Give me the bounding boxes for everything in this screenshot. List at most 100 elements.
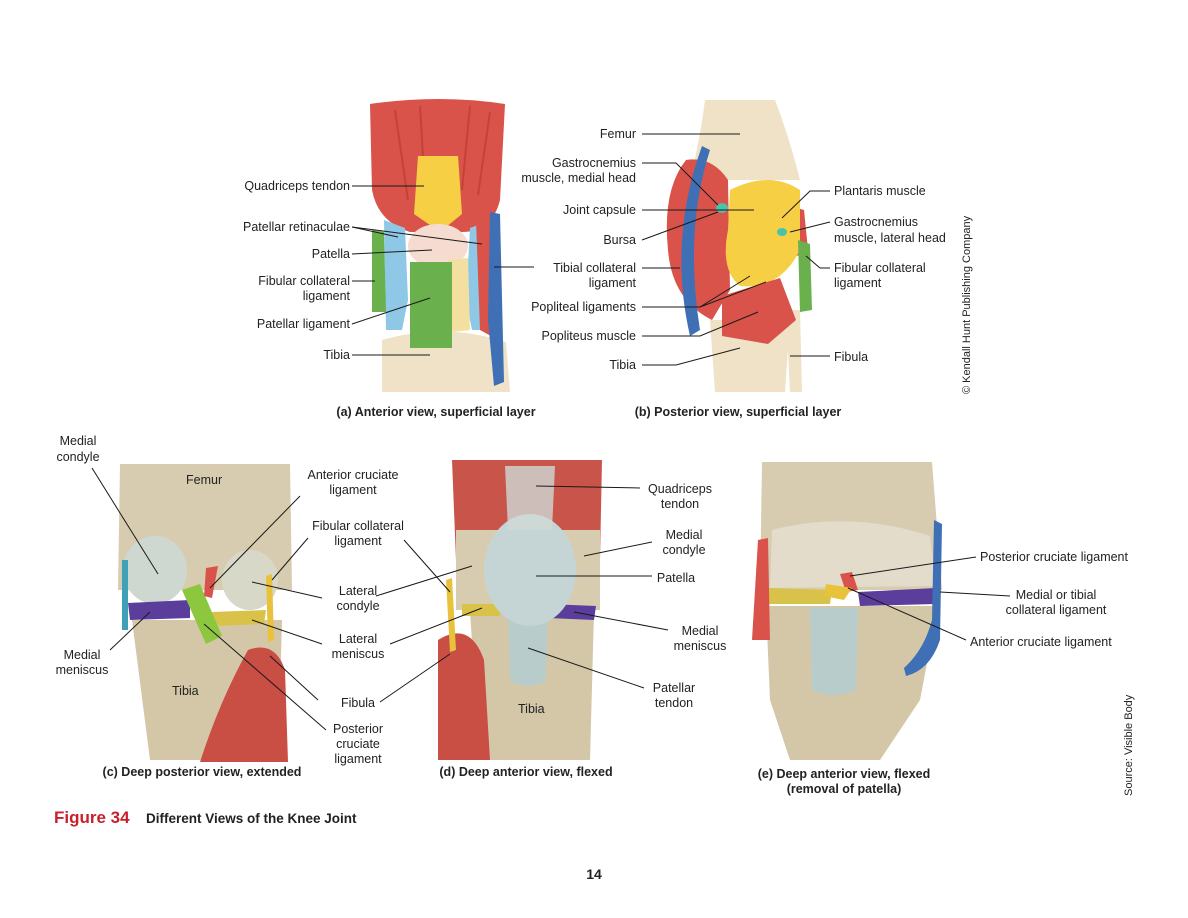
leader-patella-a <box>351 249 433 255</box>
patella-d <box>484 514 576 626</box>
copyright-credit: © Kendall Hunt Publishing Company <box>961 215 973 394</box>
panel-e-labels: Posterior cruciate ligament Medial or ti… <box>758 550 1129 796</box>
patellar-tendon-stump-e <box>810 608 858 695</box>
leader-medial-collateral-e <box>939 591 1011 597</box>
lateral-collateral-d <box>446 578 456 652</box>
leader-fibula-c <box>269 655 319 701</box>
panel-a-labels: Quadriceps tendon Patellar retinaculae P… <box>243 179 536 419</box>
lateral-muscle-e <box>752 538 770 640</box>
panel-b-leaders <box>641 133 831 366</box>
medial-meniscus-c <box>128 600 190 620</box>
label-quadriceps-tendon-a: Quadriceps tendon <box>244 179 350 193</box>
panel-a-illustration <box>370 99 510 392</box>
panel-d-leaders <box>375 485 669 703</box>
label-tibial-collateral-2: ligament <box>589 276 637 290</box>
quadriceps-tendon-d <box>505 466 555 530</box>
quadriceps-tendon-a <box>414 156 462 232</box>
lateral-meniscus-e <box>768 588 832 604</box>
label-medial-meniscus-d-1: Medial <box>682 624 719 638</box>
label-patellar-tendon-d-1: Patellar <box>653 681 695 695</box>
calf-muscle-d <box>438 633 490 760</box>
label-femur-b: Femur <box>600 127 636 141</box>
label-posterior-cruciate-c-3: ligament <box>334 752 382 766</box>
label-medial-condyle-d-1: Medial <box>666 528 703 542</box>
tibial-collateral-b <box>681 146 710 336</box>
label-fibular-collateral-a-2: ligament <box>303 289 351 303</box>
label-tibia-d: Tibia <box>518 702 545 716</box>
patella-a <box>408 224 468 268</box>
leader-medial-meniscus-d <box>573 611 669 631</box>
label-quadriceps-tendon-d-1: Quadriceps <box>648 482 712 496</box>
leader-medial-meniscus-c <box>109 611 151 651</box>
label-patellar-tendon-d-2: tendon <box>655 696 693 710</box>
panel-d-labels: Quadriceps tendon Medial condyle Patella… <box>439 482 726 779</box>
label-lateral-condyle-c-2: condyle <box>336 599 379 613</box>
label-medial-meniscus-c-2: meniscus <box>56 663 109 677</box>
fibula-bone-b <box>786 310 802 392</box>
caption-e-2: (removal of patella) <box>787 782 902 796</box>
leader-retinaculae-2 <box>351 226 483 245</box>
leader-plantaris <box>781 190 830 219</box>
label-patella-d: Patella <box>657 571 695 585</box>
label-plantaris-muscle: Plantaris muscle <box>834 184 926 198</box>
panel-d-illustration <box>438 460 602 760</box>
label-tibia-a: Tibia <box>323 348 350 362</box>
bursa-b-2 <box>777 228 787 236</box>
leader-medial-condyle-d <box>583 541 653 557</box>
leader-fibula-to-d <box>379 653 451 703</box>
panel-a-leaders <box>351 185 534 356</box>
label-fibular-collateral-c-2: ligament <box>334 534 382 548</box>
caption-d: (d) Deep anterior view, flexed <box>439 765 612 779</box>
label-fibular-collateral-b-1: Fibular collateral <box>834 261 926 275</box>
calf-muscle-c <box>200 647 288 762</box>
label-medial-condyle-c-2: condyle <box>56 450 99 464</box>
leader-anterior-cruciate-c <box>209 495 301 589</box>
label-tibia-b: Tibia <box>609 358 636 372</box>
label-gastrocnemius-medial-1: Gastrocnemius <box>552 156 636 170</box>
label-patellar-retinaculae: Patellar retinaculae <box>243 220 350 234</box>
label-medial-meniscus-d-2: meniscus <box>674 639 727 653</box>
label-femur-c: Femur <box>186 473 222 487</box>
panel-e-leaders <box>847 556 1011 641</box>
leader-lateral-meniscus-to-d <box>389 607 483 645</box>
leader-patellar-tendon-d <box>527 647 645 689</box>
anterior-cruciate-e <box>824 584 852 600</box>
label-lateral-meniscus-c-2: meniscus <box>332 647 385 661</box>
label-anterior-cruciate-e: Anterior cruciate ligament <box>970 635 1112 649</box>
leader-popliteal-2 <box>699 281 767 308</box>
page-number: 14 <box>586 866 602 882</box>
leader-tibia-b <box>642 347 741 366</box>
label-popliteal-ligaments: Popliteal ligaments <box>531 300 636 314</box>
leader-anterior-cruciate-e <box>847 587 967 641</box>
leader-patellar-ligament <box>351 297 431 325</box>
label-patellar-ligament: Patellar ligament <box>257 317 351 331</box>
label-gastrocnemius-lateral-1: Gastrocnemius <box>834 215 918 229</box>
caption-e-1: (e) Deep anterior view, flexed <box>758 767 931 781</box>
popliteus-muscle-b <box>722 278 796 344</box>
leader-gastrocnemius-lateral <box>789 221 831 233</box>
quadriceps-fibers-a <box>394 105 491 201</box>
leader-bursa <box>641 211 719 241</box>
label-fibular-collateral-b-2: ligament <box>834 276 882 290</box>
lateral-meniscus-d <box>462 604 500 616</box>
label-medial-tibial-collateral-e-1: Medial or tibial <box>1016 588 1097 602</box>
caption-b: (b) Posterior view, superficial layer <box>635 405 842 419</box>
panel-c-leaders <box>91 467 327 731</box>
label-fibular-collateral-a-1: Fibular collateral <box>258 274 350 288</box>
label-joint-capsule: Joint capsule <box>563 203 636 217</box>
leader-lateral-condyle-to-d <box>375 565 473 597</box>
label-quadriceps-tendon-d-2: tendon <box>661 497 699 511</box>
leader-posterior-cruciate-c <box>203 623 327 731</box>
label-posterior-cruciate-c-1: Posterior <box>333 722 383 736</box>
leader-fibular-collateral-to-d <box>403 539 451 593</box>
leader-posterior-cruciate-e <box>849 556 977 577</box>
label-fibula-b: Fibula <box>834 350 868 364</box>
medial-meniscus-e <box>858 588 936 606</box>
leader-popliteus <box>642 311 759 337</box>
label-medial-tibial-collateral-e-2: collateral ligament <box>1006 603 1107 617</box>
label-gastrocnemius-lateral-2: muscle, lateral head <box>834 231 946 245</box>
label-popliteus-muscle: Popliteus muscle <box>542 329 637 343</box>
retinacula-blue-left-a <box>384 220 408 330</box>
